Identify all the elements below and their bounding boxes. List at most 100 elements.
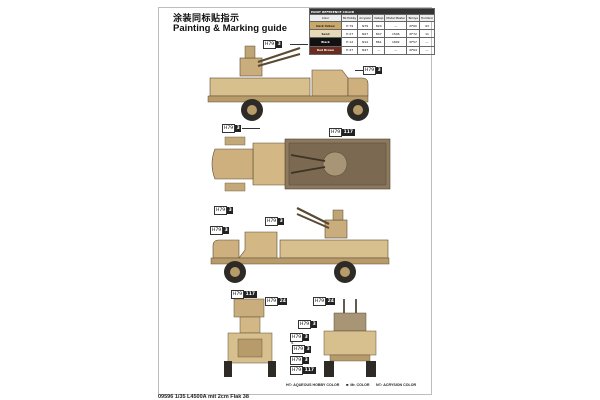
legend-text: H©: AQUEOUS HOBBY COLOR xyxy=(286,383,340,387)
color-number: 3 xyxy=(223,227,230,234)
paint-code: H79 xyxy=(313,297,327,306)
paint-code: H79 xyxy=(290,366,304,375)
table-cell: — xyxy=(384,20,408,31)
table-cell: H 27 xyxy=(340,29,359,39)
chassis xyxy=(207,95,369,103)
flak-gun xyxy=(239,45,301,77)
cab-left xyxy=(238,231,278,259)
title-chinese: 涂装同标贴指示 xyxy=(173,13,240,23)
footer-code: 09596 1/35 L4500A mit 2cm Flak 38 xyxy=(158,394,249,400)
paint-code: H79 xyxy=(222,124,236,133)
leader-line xyxy=(355,70,367,71)
col-color: Color xyxy=(309,14,342,22)
paint-code: H79 xyxy=(329,128,343,137)
table-cell: — xyxy=(419,37,435,47)
chassis-left xyxy=(210,257,390,265)
table-cell: XF60 xyxy=(406,20,421,31)
color-swatch: Dark Yellow xyxy=(309,20,342,31)
color-number: 3 xyxy=(227,207,234,214)
rear-view xyxy=(323,299,377,377)
instruction-sheet xyxy=(158,7,432,395)
cargo-bed-left xyxy=(279,239,389,259)
reference-header-row: Color Mr.Hobby Acrysion Vallejo Model Ma… xyxy=(309,14,435,22)
color-number: 117 xyxy=(342,129,355,136)
col-tamiya: Tamiya xyxy=(406,14,421,22)
side-view-left xyxy=(210,207,390,283)
hood-left xyxy=(212,239,240,259)
table-cell: N27 xyxy=(357,29,374,39)
legend-acrysion: N©: ACRYSION COLOR xyxy=(376,383,416,387)
table-cell: 11 xyxy=(419,29,435,39)
cargo-bed xyxy=(209,77,311,97)
side-view-right xyxy=(207,45,369,121)
top-hood xyxy=(211,148,254,180)
color-number: 3 xyxy=(303,334,310,341)
col-mrhobby: Mr.Hobby xyxy=(340,14,359,22)
legend-text: ■: Mr. COLOR xyxy=(346,383,370,387)
table-cell: XF64 xyxy=(406,45,421,55)
paint-code: H79 xyxy=(265,217,279,226)
color-number: 3 xyxy=(303,357,310,364)
color-number: 3 xyxy=(311,321,318,328)
title-english: Painting & Marking guide xyxy=(173,23,288,34)
col-vallejo: Vallejo xyxy=(372,14,386,22)
color-number: 24 xyxy=(326,298,336,305)
cab xyxy=(311,69,349,97)
paint-code: H79 xyxy=(292,345,306,354)
color-swatch: Sand xyxy=(309,29,342,39)
color-number: 24 xyxy=(278,298,288,305)
hood xyxy=(347,77,369,97)
col-acrysion: Acrysion xyxy=(357,14,374,22)
reference-row: Red Brown H 47 N47 — — XF64 — xyxy=(309,45,435,55)
col-humbrol: Humbrol xyxy=(419,14,435,22)
color-number: 3 xyxy=(235,125,242,132)
paint-reference-table: PAINT REFERENCE COLOR Color Mr.Hobby Acr… xyxy=(309,8,435,55)
flak-gun-left xyxy=(296,207,348,239)
paint-code: H79 xyxy=(290,333,304,342)
front-view xyxy=(224,298,276,377)
table-cell: 1546 xyxy=(384,29,408,39)
top-gun xyxy=(290,151,348,177)
table-cell: — xyxy=(372,45,386,55)
top-view xyxy=(211,136,391,192)
table-cell: 824 xyxy=(372,20,386,31)
color-number: 3 xyxy=(278,218,285,225)
leader-line xyxy=(242,128,260,129)
color-number: 3 xyxy=(305,346,312,353)
paint-code: H79 xyxy=(265,297,279,306)
col-modelmaster: Model Master xyxy=(384,14,408,22)
legend-mr-color: ■: Mr. COLOR xyxy=(346,383,370,387)
table-cell: XF57 xyxy=(406,37,421,47)
legend-aqueous: H©: AQUEOUS HOBBY COLOR xyxy=(286,383,339,387)
paint-code: H79 xyxy=(298,320,312,329)
table-cell: H 79 xyxy=(340,20,359,31)
table-cell: XF72 xyxy=(406,29,421,39)
legend-text: N©: ACRYSION COLOR xyxy=(376,383,417,387)
color-number: 3 xyxy=(376,67,383,74)
reference-row: Dark Yellow H 79 N79 824 — XF60 93 xyxy=(309,20,435,31)
paint-code: H79 xyxy=(214,206,228,215)
top-cab xyxy=(252,142,286,186)
color-number: 117 xyxy=(303,367,316,374)
part-label: 4 xyxy=(291,340,294,345)
paint-code: H79 xyxy=(231,290,245,299)
table-cell: N79 xyxy=(357,20,374,31)
color-number: 117 xyxy=(244,291,257,298)
table-cell: — xyxy=(419,45,435,55)
paint-code: H79 xyxy=(210,226,224,235)
reference-row: Sand H 27 N27 847 1546 XF72 11 xyxy=(309,29,435,39)
table-cell: — xyxy=(384,45,408,55)
